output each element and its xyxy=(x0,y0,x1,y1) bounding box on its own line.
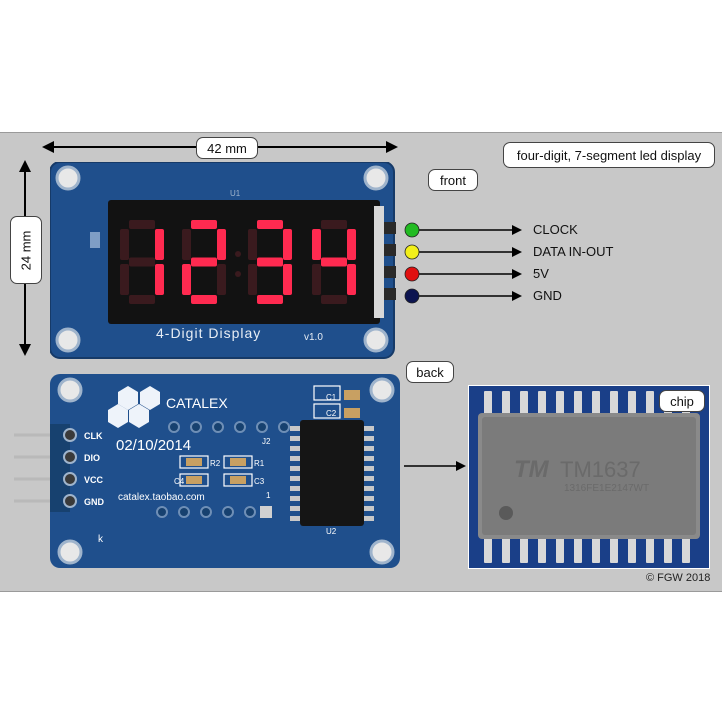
back-pin-label: CLK xyxy=(84,431,103,441)
svg-text:R1: R1 xyxy=(254,459,265,468)
svg-text:02/10/2014: 02/10/2014 xyxy=(116,437,191,454)
arrow-head-icon xyxy=(512,225,522,235)
svg-text:U1: U1 xyxy=(230,189,241,198)
segment-d xyxy=(129,295,155,304)
segment-e xyxy=(248,264,257,295)
segment-c xyxy=(283,264,292,295)
digit-3 xyxy=(248,220,292,304)
svg-text:C2: C2 xyxy=(326,409,337,418)
svg-text:U2: U2 xyxy=(326,527,337,536)
catalex-logo-icon xyxy=(108,386,160,428)
svg-text:1: 1 xyxy=(266,491,271,500)
front-pcb: U1 4-Digit Display v1.0 xyxy=(50,162,396,359)
segment-a xyxy=(257,220,283,229)
segment-d xyxy=(257,295,283,304)
segment-f xyxy=(248,229,257,260)
chip-closeup: TM TM1637 1316FE1E2147WT xyxy=(468,385,710,569)
segment-g xyxy=(129,257,155,267)
svg-text:CATALEX: CATALEX xyxy=(166,395,228,411)
svg-text:k: k xyxy=(98,534,104,545)
segment-b xyxy=(155,229,164,260)
segment-g xyxy=(191,257,217,267)
segment-b xyxy=(347,229,356,260)
svg-text:TM1637: TM1637 xyxy=(560,457,641,482)
segment-f xyxy=(312,229,321,260)
front-label: front xyxy=(428,169,478,191)
back-pin-label: VCC xyxy=(84,475,104,485)
pin-label-5v: 5V xyxy=(533,266,549,281)
segment-e xyxy=(120,264,129,295)
svg-text:v1.0: v1.0 xyxy=(304,332,323,343)
pin-label-clock: CLOCK xyxy=(533,222,578,237)
arrow-head-icon xyxy=(512,269,522,279)
svg-text:4-Digit Display: 4-Digit Display xyxy=(156,325,261,341)
segment-e xyxy=(312,264,321,295)
segment-d xyxy=(191,295,217,304)
segment-b xyxy=(217,229,226,260)
svg-text:C4: C4 xyxy=(174,477,185,486)
svg-text:J2: J2 xyxy=(262,437,271,446)
segment-c xyxy=(217,264,226,295)
arrow-to-chip xyxy=(404,461,466,471)
svg-text:TM: TM xyxy=(514,456,550,483)
svg-text:catalex.taobao.com: catalex.taobao.com xyxy=(118,492,205,503)
arrow-head-icon xyxy=(512,247,522,257)
svg-text:C3: C3 xyxy=(254,477,265,486)
back-pin-label: GND xyxy=(84,497,105,507)
segment-g xyxy=(321,257,347,267)
arrow-head-icon xyxy=(512,291,522,301)
height-label: 24 mm xyxy=(10,216,42,284)
back-label: back xyxy=(406,361,454,383)
segment-c xyxy=(155,264,164,295)
back-pin-label: DIO xyxy=(84,453,100,463)
segment-g xyxy=(257,257,283,267)
segment-e xyxy=(182,264,191,295)
segment-a xyxy=(321,220,347,229)
pin-label-gnd: GND xyxy=(533,288,562,303)
svg-text:R2: R2 xyxy=(210,459,221,468)
ic-chip-icon xyxy=(290,420,374,526)
digit-4 xyxy=(312,220,356,304)
svg-text:C1: C1 xyxy=(326,393,337,402)
digit-2 xyxy=(182,220,226,304)
pin-dot-1 xyxy=(404,222,420,238)
mount-hole-icon xyxy=(55,165,81,191)
pin-dot-2 xyxy=(404,244,420,260)
digit-1 xyxy=(120,220,164,304)
segment-c xyxy=(347,264,356,295)
segment-d xyxy=(321,295,347,304)
segment-b xyxy=(283,229,292,260)
pin-dot-4 xyxy=(404,288,420,304)
segment-f xyxy=(182,229,191,260)
chip-label: chip xyxy=(659,390,705,412)
segment-f xyxy=(120,229,129,260)
pin-connections xyxy=(404,222,522,304)
width-label: 42 mm xyxy=(196,137,258,159)
pin-label-data: DATA IN-OUT xyxy=(533,244,614,259)
copyright-text: © FGW 2018 xyxy=(646,572,711,584)
svg-text:1316FE1E2147WT: 1316FE1E2147WT xyxy=(564,483,649,494)
height-label-text: 24 mm xyxy=(18,230,34,270)
segment-a xyxy=(191,220,217,229)
segment-a xyxy=(129,220,155,229)
back-pcb: CLK DIO VCC GND CATALEX 02/10/2014 catalex.… xyxy=(14,374,400,568)
pin-dot-3 xyxy=(404,266,420,282)
title-label: four-digit, 7-segment led display xyxy=(503,142,715,168)
